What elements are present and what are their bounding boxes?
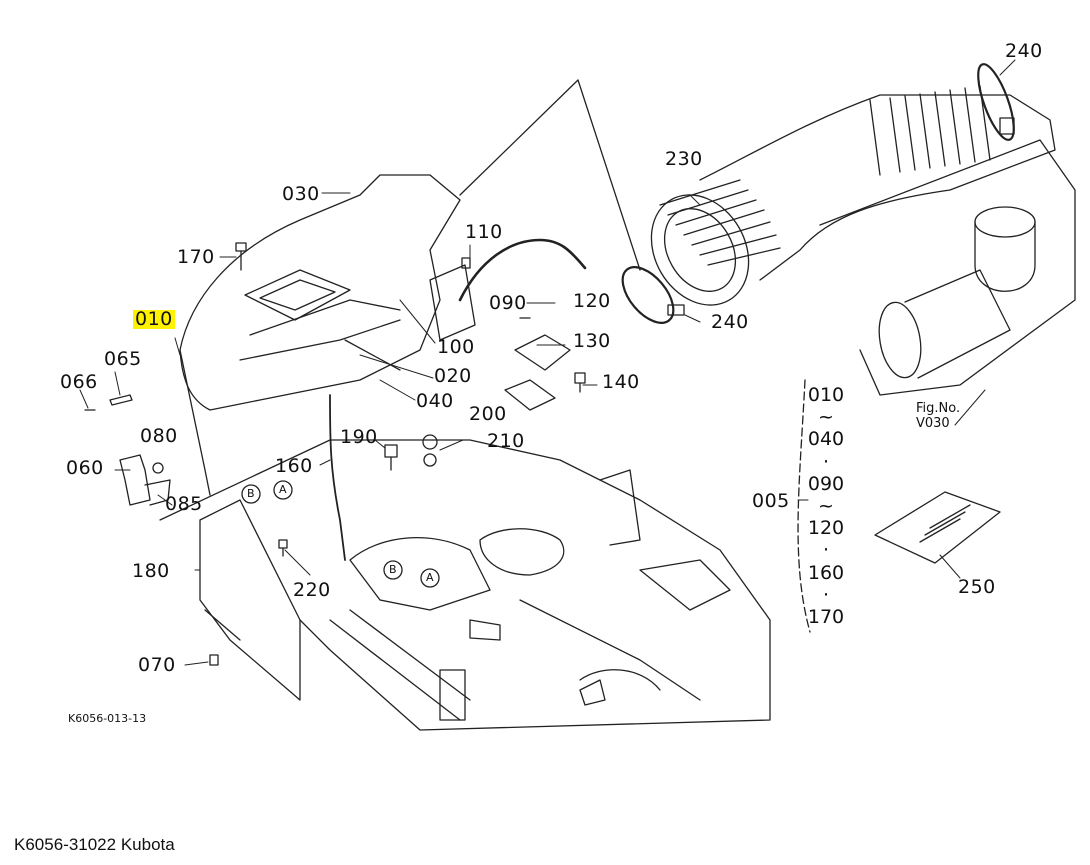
callout-060: 060: [66, 457, 104, 479]
fig-reference-line1: Fig.No.: [916, 401, 961, 416]
page-caption: K6056-31022 Kubota: [14, 835, 175, 854]
callout-210: 210: [487, 430, 525, 452]
callout-110: 110: [465, 221, 503, 243]
seq-item: ·: [822, 450, 830, 473]
callout-250: 250: [958, 576, 996, 598]
seq-item: 010: [807, 384, 845, 406]
seq-item: ~: [818, 406, 834, 429]
hose-clamps: [621, 63, 1015, 324]
callout-120: 120: [573, 290, 611, 312]
cable: [458, 238, 587, 302]
callout-190: 190: [340, 426, 378, 448]
pin-parts: [84, 394, 133, 411]
leader-line: [459, 79, 641, 271]
callout-200: 200: [469, 403, 507, 425]
callout-180: 180: [132, 560, 170, 582]
fig-reference-line2: V030: [916, 415, 950, 431]
marker-b: B: [247, 487, 255, 500]
mounting-bracket: [429, 264, 571, 411]
callout-005: 005: [752, 490, 790, 512]
frame-chassis: [159, 439, 771, 731]
rod: [329, 394, 346, 561]
callout-065: 065: [104, 348, 142, 370]
callout-100: 100: [437, 336, 475, 358]
fasteners: [209, 242, 586, 666]
callout-090: 090: [489, 292, 527, 314]
marker-a: A: [279, 483, 287, 496]
side-panel: [199, 499, 301, 701]
instruction-sheet: [874, 491, 1001, 564]
seq-item: ·: [822, 539, 830, 562]
callout-230: 230: [665, 148, 703, 170]
seq-item: 120: [807, 517, 845, 540]
seq-item: ~: [818, 494, 834, 517]
part-sequence: 010 ~ 040 · 090 ~ 120 · 160 · 170: [806, 384, 846, 628]
shroud-panel: [179, 174, 461, 496]
callout-170: 170: [177, 246, 215, 268]
marker-b: B: [389, 563, 397, 576]
callout-080: 080: [140, 425, 178, 447]
callout-066: 066: [60, 371, 98, 393]
callout-240-mid: 240: [711, 311, 749, 333]
callout-140: 140: [602, 371, 640, 393]
callout-160: 160: [275, 455, 313, 477]
group-bracket: [797, 379, 811, 633]
callout-070: 070: [138, 654, 176, 676]
callout-220: 220: [293, 579, 331, 601]
seq-item: 160: [807, 561, 845, 584]
callout-030: 030: [282, 183, 320, 205]
callout-040: 040: [416, 390, 454, 412]
callout-020: 020: [434, 365, 472, 387]
callout-240-top: 240: [1005, 40, 1043, 62]
fig-reference: Fig.No. V030: [916, 401, 961, 432]
seq-item: ·: [822, 583, 830, 606]
seq-item: 040: [807, 428, 845, 451]
circle-markers: [241, 480, 440, 588]
seq-item: 170: [807, 605, 845, 628]
seq-item: 090: [807, 472, 845, 495]
callout-010: 010: [133, 308, 175, 330]
air-cleaner-reference: [819, 139, 1076, 396]
callout-130: 130: [573, 330, 611, 352]
marker-a: A: [426, 571, 434, 584]
hinge-bracket: [119, 454, 171, 506]
drawing-code: K6056-013-13: [68, 712, 147, 725]
air-duct-hose: [650, 85, 1056, 306]
leader-lines: [79, 59, 1016, 666]
callout-085: 085: [165, 493, 203, 515]
